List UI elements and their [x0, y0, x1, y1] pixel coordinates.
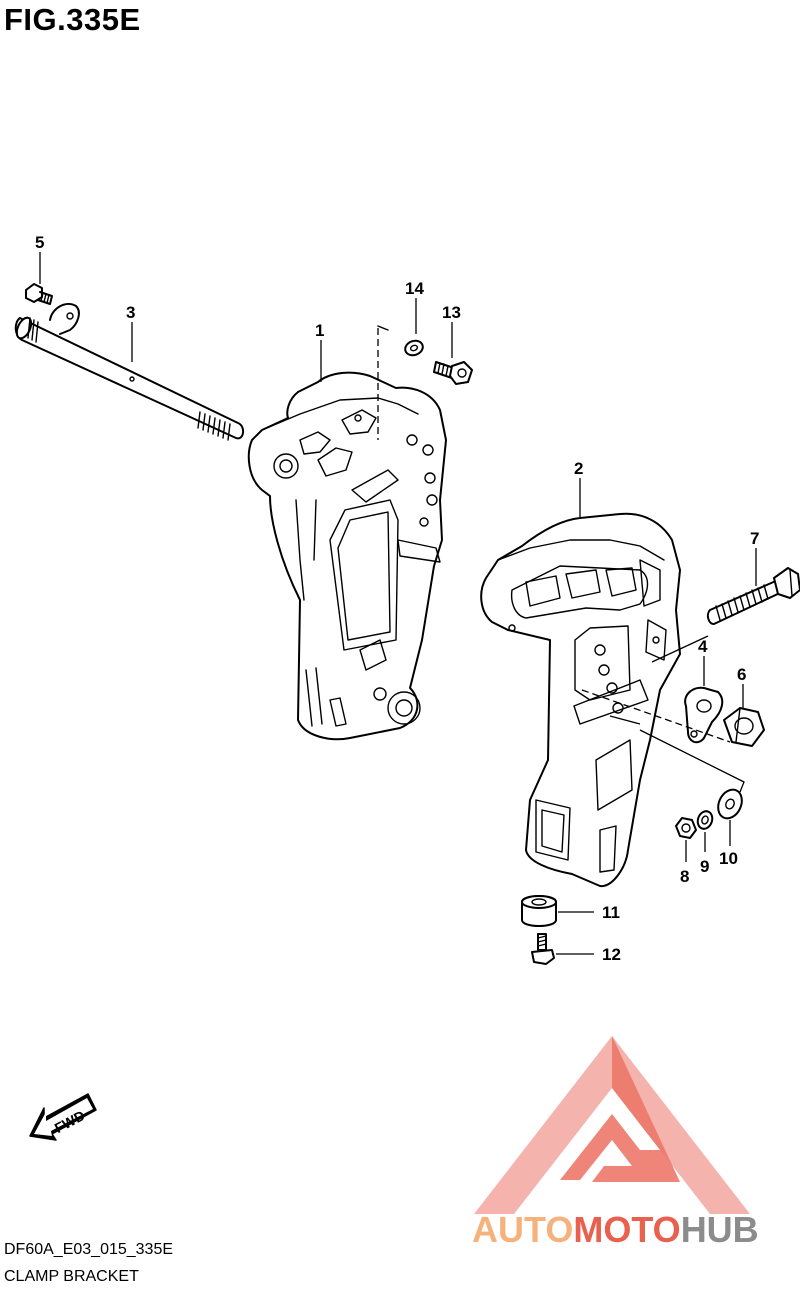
callout-12: 12	[602, 945, 621, 964]
callout-4: 4	[698, 637, 708, 656]
callout-7: 7	[750, 529, 759, 548]
callout-11: 11	[602, 903, 620, 922]
part-13-bolt	[433, 322, 473, 385]
callout-10: 10	[719, 849, 738, 868]
part-1-clamp-bracket	[247, 340, 447, 741]
guide-line-5	[639, 729, 745, 793]
part-12-bolt	[531, 933, 594, 965]
figure-title: FIG.335E	[4, 2, 141, 37]
part-10-washer	[717, 788, 743, 846]
callout-2: 2	[574, 459, 583, 478]
fwd-arrow-icon: FWD	[29, 1093, 97, 1141]
part-14-washer	[404, 298, 424, 357]
part-2-clamp-bracket	[480, 478, 681, 888]
callout-14: 14	[405, 279, 424, 298]
guide-line-4	[609, 715, 641, 725]
guide-line-2	[651, 635, 709, 663]
guide-tick	[377, 325, 389, 331]
part-6-nut	[723, 684, 765, 747]
callout-8: 8	[680, 867, 689, 886]
callout-1: 1	[315, 321, 324, 340]
callout-9: 9	[700, 857, 709, 876]
part-4-plate	[684, 656, 724, 744]
watermark-text: AUTOMOTOHUB	[472, 1209, 759, 1250]
watermark-part3: HUB	[681, 1209, 759, 1250]
part-11-stopper	[521, 895, 594, 927]
watermark-part1: AUTO	[472, 1209, 573, 1250]
drawing-code: DF60A_E03_015_335E	[4, 1241, 174, 1258]
guide-line-3	[581, 689, 731, 743]
callout-13: 13	[442, 303, 461, 322]
part-5-bolt	[25, 252, 53, 305]
callout-3: 3	[126, 303, 135, 322]
part-8-nut	[675, 817, 697, 862]
drawing-name: CLAMP BRACKET	[4, 1268, 139, 1285]
part-9-washer	[696, 810, 714, 852]
part-3-tilt-shaft	[14, 302, 244, 441]
watermark-part2: MOTO	[573, 1209, 680, 1250]
callout-6: 6	[737, 665, 746, 684]
watermark-logo-icon	[474, 1036, 750, 1214]
part-7-bolt	[706, 548, 800, 625]
callout-5: 5	[35, 233, 44, 252]
